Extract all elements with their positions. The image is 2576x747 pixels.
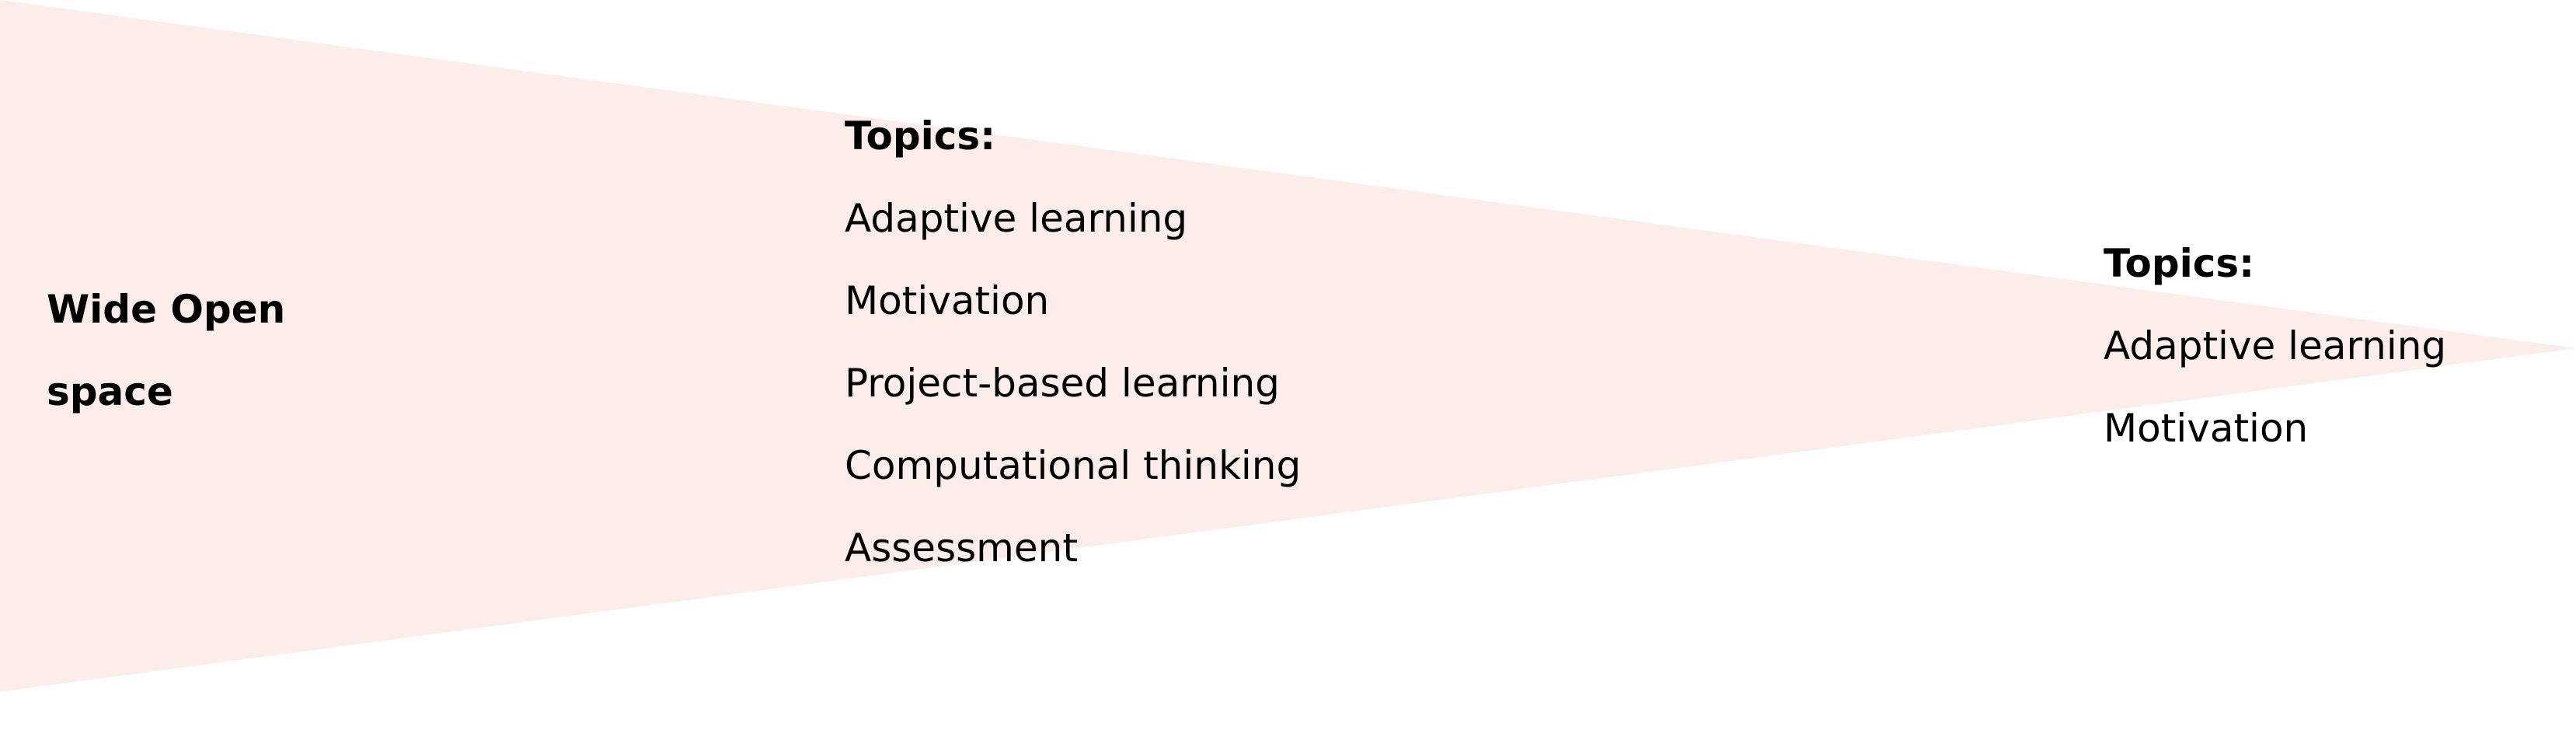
topics-heading: Topics: bbox=[845, 113, 996, 159]
wide-open-space-label: Wide Open space bbox=[47, 268, 285, 433]
topic-item: Computational thinking bbox=[845, 443, 1302, 488]
label-line-2: space bbox=[47, 369, 173, 414]
label-line-1: Wide Open bbox=[47, 287, 286, 332]
topic-item: Project-based learning bbox=[845, 361, 1280, 406]
topic-item: Assessment bbox=[845, 525, 1078, 571]
funnel-polygon bbox=[0, 0, 2576, 692]
right-topics-list: Topics: Adaptive learning Motivation bbox=[2104, 222, 2446, 469]
topics-heading: Topics: bbox=[2104, 241, 2255, 286]
middle-topics-list: Topics: Adaptive learning Motivation Pro… bbox=[845, 95, 1301, 589]
topic-item: Adaptive learning bbox=[845, 196, 1188, 241]
topic-item: Motivation bbox=[2104, 406, 2309, 451]
topic-item: Motivation bbox=[845, 278, 1050, 323]
topic-item: Adaptive learning bbox=[2104, 323, 2447, 368]
